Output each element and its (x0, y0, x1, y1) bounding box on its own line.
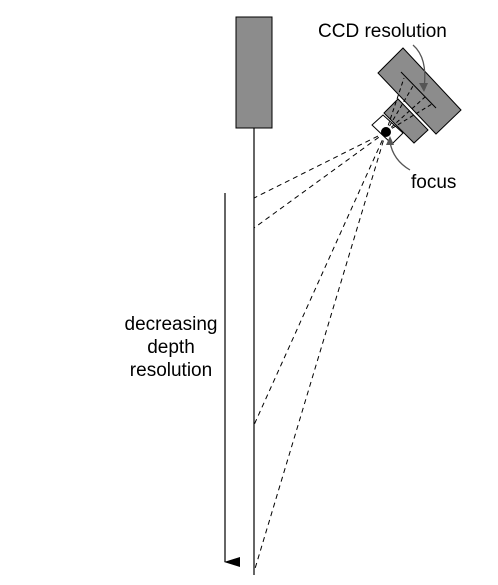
focus-label: focus (411, 172, 457, 193)
depth-resolution-label: decreasing depth resolution (98, 313, 244, 382)
ray-top-2 (253, 131, 387, 229)
internal-ray (385, 85, 414, 133)
internal-ray (385, 96, 426, 133)
focus-pointer-head (386, 136, 394, 145)
camera-lens-mount (383, 98, 429, 144)
focus-pointer (389, 141, 411, 171)
object-block (235, 16, 273, 129)
depth-label-line-2: depth (147, 337, 195, 358)
internal-ray (385, 77, 405, 133)
ccd-pointer-head (419, 83, 428, 92)
depth-label-line-3: resolution (129, 360, 213, 381)
ray-bottom-1 (253, 131, 387, 426)
internal-ray (385, 103, 433, 133)
ray-bottom-2 (253, 131, 387, 573)
ccd-resolution-label: CCD resolution (318, 21, 447, 42)
ray-top-1 (253, 131, 387, 199)
ccd-sensor-line (400, 71, 437, 109)
depth-label-line-1: decreasing (124, 314, 218, 335)
